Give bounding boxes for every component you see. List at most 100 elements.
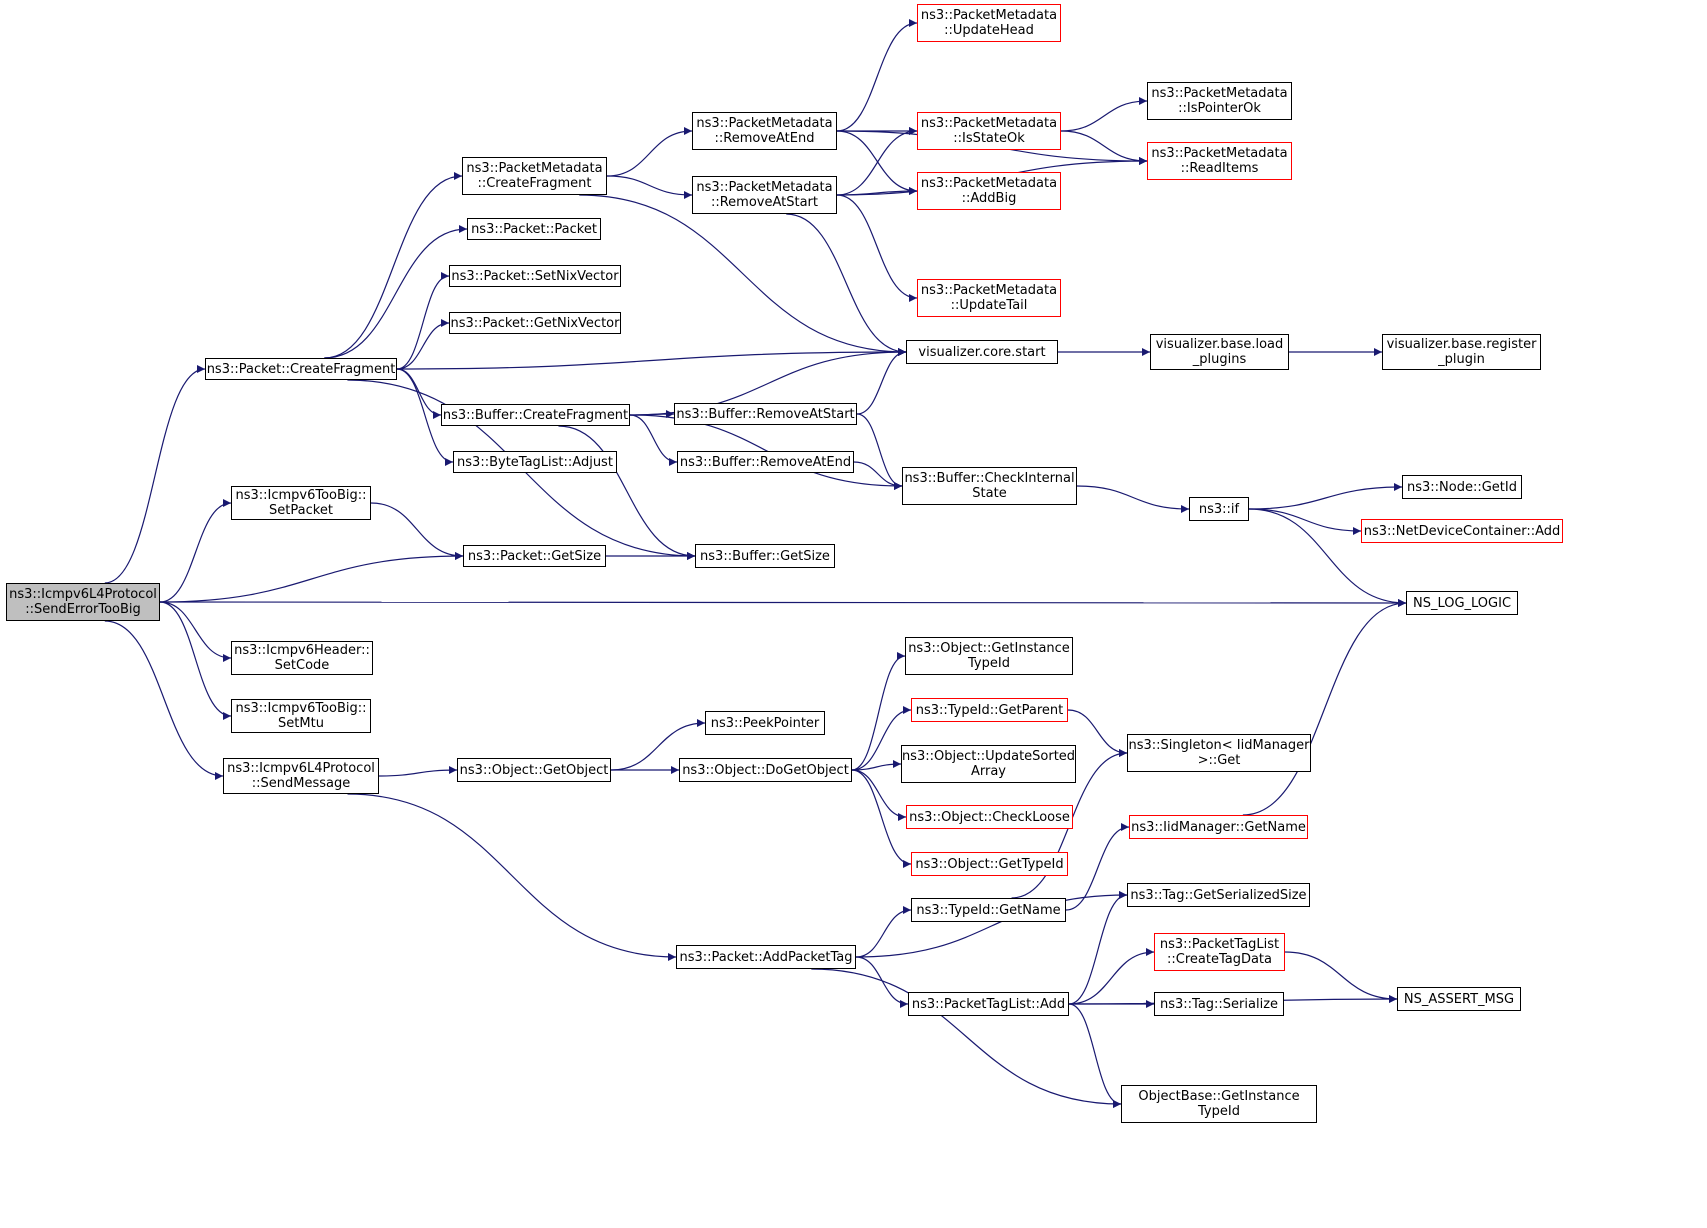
node-pm-createfrag[interactable]: ns3::PacketMetadata::CreateFragment	[462, 157, 607, 195]
node-viz-load[interactable]: visualizer.base.load_plugins	[1150, 334, 1289, 370]
node-pm-removeatstart[interactable]: ns3::PacketMetadata::RemoveAtStart	[692, 176, 837, 214]
node-label-line: _plugin	[1438, 352, 1485, 367]
node-hdr-setcode[interactable]: ns3::Icmpv6Header::SetCode	[231, 641, 373, 675]
node-nsassert[interactable]: NS_ASSERT_MSG	[1397, 987, 1521, 1011]
node-ptl-createtagdata[interactable]: ns3::PacketTagList::CreateTagData	[1154, 933, 1285, 971]
node-pm-isstateok[interactable]: ns3::PacketMetadata::IsStateOk	[917, 112, 1061, 150]
edge-pkt-addpackettag-to-typeid-getname	[855, 906, 912, 958]
node-typeid-getname[interactable]: ns3::TypeId::GetName	[911, 898, 1066, 922]
node-sendmessage[interactable]: ns3::Icmpv6L4Protocol::SendMessage	[223, 758, 379, 794]
node-pm-updatehead[interactable]: ns3::PacketMetadata::UpdateHead	[917, 4, 1061, 42]
edge-obj-dogetobject-to-obj-checkloose	[851, 769, 907, 821]
node-toobig-setpacket[interactable]: ns3::Icmpv6TooBig::SetPacket	[231, 486, 371, 520]
node-label-line: ns3::ByteTagList::Adjust	[457, 454, 613, 470]
node-obj-gettypeid[interactable]: ns3::Object::GetTypeId	[911, 852, 1068, 876]
node-label-line: TypeId	[1198, 1104, 1240, 1119]
node-tag-serialize[interactable]: ns3::Tag::Serialize	[1154, 992, 1284, 1016]
edge-buf-removeatend-to-buf-checkinternal	[853, 461, 903, 490]
node-label-line: ns3::Object::DoGetObject	[682, 762, 849, 778]
node-label-line: ns3::Icmpv6Header::	[234, 643, 370, 658]
node-label-line: ns3::Icmpv6L4Protocol	[9, 587, 157, 602]
node-pm-removeatend[interactable]: ns3::PacketMetadata::RemoveAtEnd	[692, 112, 837, 150]
edge-pm-createfrag-to-pm-removeatend	[606, 127, 693, 177]
node-label-line: ns3::Packet::GetSize	[467, 548, 602, 564]
node-label-line: visualizer.base.register	[1386, 337, 1537, 352]
node-label-line: ns3::IidManager::GetName	[1131, 819, 1306, 835]
node-pm-addbig[interactable]: ns3::PacketMetadata::AddBig	[917, 172, 1061, 210]
node-label-line: _plugins	[1192, 352, 1247, 367]
node-obj-getobject[interactable]: ns3::Object::GetObject	[457, 758, 611, 782]
node-btl-adjust[interactable]: ns3::ByteTagList::Adjust	[453, 451, 617, 473]
node-tag-getserialized[interactable]: ns3::Tag::GetSerializedSize	[1127, 883, 1310, 907]
node-obj-checkloose[interactable]: ns3::Object::CheckLoose	[906, 805, 1073, 829]
node-viz-start[interactable]: visualizer.core.start	[906, 340, 1058, 364]
node-nslog[interactable]: NS_LOG_LOGIC	[1406, 591, 1518, 615]
edge-sendmessage-to-pkt-addpackettag	[347, 793, 677, 961]
node-label-line: NS_ASSERT_MSG	[1403, 991, 1515, 1007]
node-label-line: ns3::PacketMetadata	[920, 116, 1058, 131]
node-label-line: ns3::NetDeviceContainer::Add	[1363, 523, 1561, 539]
node-buf-removeatstart[interactable]: ns3::Buffer::RemoveAtStart	[674, 403, 857, 425]
node-peekpointer[interactable]: ns3::PeekPointer	[705, 711, 825, 735]
node-iid-getname[interactable]: ns3::IidManager::GetName	[1129, 815, 1308, 839]
node-pkt-getsize[interactable]: ns3::Packet::GetSize	[463, 545, 606, 567]
node-ns3-if[interactable]: ns3::if	[1189, 497, 1249, 521]
node-typeid-getparent[interactable]: ns3::TypeId::GetParent	[911, 698, 1068, 722]
node-pm-ispointerok[interactable]: ns3::PacketMetadata::IsPointerOk	[1147, 82, 1292, 120]
node-label-line: ::IsPointerOk	[1178, 101, 1261, 116]
node-obj-dogetobject[interactable]: ns3::Object::DoGetObject	[679, 758, 852, 782]
edge-ptl-createtagdata-to-nsassert	[1284, 951, 1398, 1003]
node-buf-removeatend[interactable]: ns3::Buffer::RemoveAtEnd	[677, 451, 854, 473]
node-pm-readitems[interactable]: ns3::PacketMetadata::ReadItems	[1147, 142, 1292, 180]
node-ndc-add[interactable]: ns3::NetDeviceContainer::Add	[1361, 519, 1563, 543]
node-label-line: ns3::PacketMetadata	[920, 8, 1058, 23]
edge-ptl-add-to-tag-getserialized	[1068, 891, 1128, 1005]
node-label-line: ObjectBase::GetInstance	[1138, 1089, 1300, 1104]
node-label-line: >::Get	[1197, 753, 1241, 768]
node-label-line: ns3::Packet::Packet	[471, 221, 597, 237]
node-label-line: NS_LOG_LOGIC	[1412, 595, 1512, 611]
node-pkt-addpackettag[interactable]: ns3::Packet::AddPacketTag	[676, 945, 856, 969]
node-pkt-getnix[interactable]: ns3::Packet::GetNixVector	[449, 312, 621, 334]
node-label-line: ns3::Packet::CreateFragment	[206, 361, 396, 377]
node-label-line: ns3::PeekPointer	[710, 715, 820, 731]
edge-obj-dogetobject-to-obj-getinstancetypeid	[851, 652, 906, 771]
node-label-line: ns3::Buffer::RemoveAtStart	[676, 406, 855, 422]
node-node-getid[interactable]: ns3::Node::GetId	[1402, 475, 1522, 499]
node-viz-register[interactable]: visualizer.base.register_plugin	[1382, 334, 1541, 370]
node-label-line: ::RemoveAtEnd	[714, 131, 815, 146]
node-label-line: ::UpdateTail	[950, 298, 1028, 313]
node-label-line: ns3::Icmpv6TooBig::	[235, 701, 367, 716]
node-ptl-add[interactable]: ns3::PacketTagList::Add	[908, 992, 1069, 1016]
edge-pkt-createfrag-to-btl-adjust	[396, 368, 454, 466]
node-label-line: visualizer.base.load	[1155, 337, 1284, 352]
node-singleton-get[interactable]: ns3::Singleton< IidManager>::Get	[1127, 734, 1311, 772]
node-label-line: TypeId	[968, 656, 1010, 671]
node-label-line: ::SendMessage	[251, 776, 351, 791]
node-pm-updatetail[interactable]: ns3::PacketMetadata::UpdateTail	[917, 279, 1061, 317]
node-label-line: SetCode	[274, 658, 330, 673]
node-pkt-packet[interactable]: ns3::Packet::Packet	[467, 218, 601, 240]
node-label-line: ns3::TypeId::GetParent	[915, 702, 1064, 718]
node-label-line: ns3::Buffer::GetSize	[700, 548, 830, 564]
node-buf-createfrag[interactable]: ns3::Buffer::CreateFragment	[441, 404, 630, 426]
edge-ns3-if-to-ndc-add	[1248, 508, 1362, 535]
node-label-line: ::RemoveAtStart	[710, 195, 819, 210]
node-label-line: State	[972, 486, 1007, 501]
node-pkt-setnix[interactable]: ns3::Packet::SetNixVector	[449, 265, 621, 287]
node-toobig-setmtu[interactable]: ns3::Icmpv6TooBig::SetMtu	[231, 699, 371, 733]
edge-ptl-add-to-ob-getinstancetypeid	[1068, 1003, 1122, 1108]
edge-root-to-toobig-setmtu	[159, 601, 232, 720]
node-label-line: ns3::Node::GetId	[1407, 479, 1517, 495]
edge-pm-isstateok-to-pm-ispointerok	[1060, 97, 1148, 132]
node-buf-getsize[interactable]: ns3::Buffer::GetSize	[695, 544, 835, 568]
node-label-line: ::IsStateOk	[953, 131, 1025, 146]
node-root[interactable]: ns3::Icmpv6L4Protocol::SendErrorTooBig	[6, 583, 160, 621]
node-label-line: ::ReadItems	[1180, 161, 1259, 176]
node-pkt-createfrag[interactable]: ns3::Packet::CreateFragment	[205, 358, 397, 380]
node-label-line: ns3::Packet::GetNixVector	[450, 315, 620, 331]
